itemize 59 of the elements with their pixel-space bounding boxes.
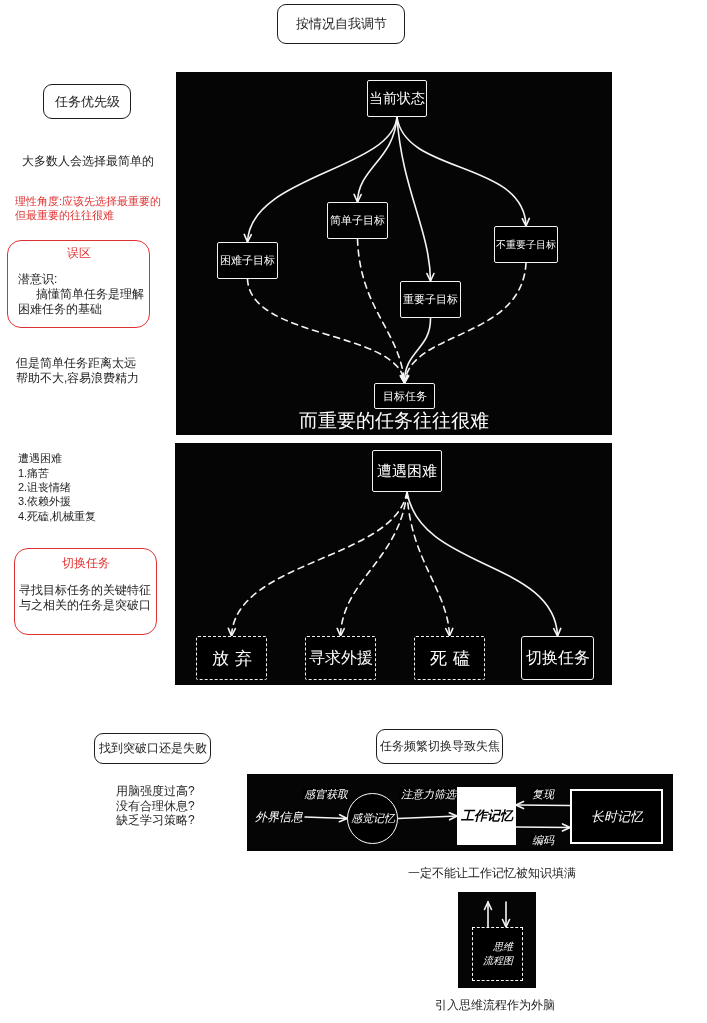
- arrow: [400, 317, 432, 384]
- note-text: 潜意识:: [18, 272, 59, 287]
- note-text: 一定不能让工作记忆被知识填满: [408, 866, 576, 880]
- arrow: [402, 262, 527, 384]
- edge-label: 感官获取: [303, 788, 349, 800]
- topic-box: 任务频繁切换导致失焦: [376, 729, 503, 764]
- edge-label: 注意力筛选: [399, 788, 457, 800]
- memory-box: 长时记忆: [570, 789, 663, 844]
- list-heading: 遭遇困难: [18, 451, 62, 465]
- source-text: 外界信息: [253, 806, 305, 828]
- edge-label: 编码: [531, 834, 555, 846]
- dark-panel: [247, 774, 673, 851]
- callout-box: [7, 240, 150, 328]
- caption-text: 引入思维流程作为外脑: [435, 998, 555, 1012]
- step-box: 简单子目标: [327, 202, 388, 239]
- note-text: 但是简单任务距离太远帮助不大,容易浪费精力: [16, 356, 141, 386]
- arrow: [483, 901, 493, 928]
- step-box: 遭遇困难: [372, 450, 442, 492]
- arrow: [515, 800, 571, 810]
- memory-circle: 感觉记忆: [347, 793, 398, 844]
- question-text: 没有合理休息?: [116, 799, 195, 813]
- dark-panel: [176, 72, 612, 435]
- arrow: [501, 901, 511, 928]
- subtitle-text: 而重要的任务往往很难: [298, 410, 490, 432]
- dark-panel: [458, 892, 536, 988]
- edge-label: 复现: [531, 788, 555, 800]
- callout-box: [14, 548, 157, 635]
- arrow: [406, 491, 561, 637]
- question-text: 缺乏学习策略?: [116, 813, 195, 827]
- list-item: 3.依赖外援: [18, 494, 72, 508]
- note-text: 搞懂简单任务是理解困难任务的基础: [18, 287, 145, 317]
- note-text: 大多数人会选择最简单的: [22, 154, 154, 168]
- list-item: 2.诅丧情绪: [18, 480, 72, 494]
- dark-panel: [175, 443, 612, 685]
- list-item: 1.痛苦: [18, 466, 50, 480]
- dashed-box: 思维流程图: [472, 927, 523, 981]
- arrow: [397, 812, 458, 821]
- option-box: 切换任务: [521, 636, 594, 680]
- arrow: [304, 813, 348, 823]
- arrow: [396, 116, 529, 227]
- option-box: 放弃: [196, 636, 267, 680]
- topic-box: 按情况自我调节: [277, 4, 405, 44]
- list-item: 4.死磕,机械重复: [18, 509, 97, 523]
- memory-box: 工作记忆: [457, 787, 516, 845]
- topic-box: 任务优先级: [43, 84, 131, 119]
- topic-box: 找到突破口还是失败: [94, 733, 211, 764]
- step-box: 困难子目标: [217, 242, 278, 279]
- option-box: 寻求外援: [305, 636, 376, 680]
- note-text: 寻找目标任务的关键特征与之相关的任务是突破口: [18, 583, 152, 613]
- callout-heading: 切换任务: [60, 556, 111, 570]
- question-text: 用脑强度过高?: [116, 784, 195, 798]
- step-box: 当前状态: [367, 80, 427, 117]
- callout-heading: 误区: [65, 246, 92, 260]
- arrow: [515, 823, 571, 832]
- option-box: 死磕: [414, 636, 485, 680]
- note-text: 理性角度:应该先选择最重要的但最重要的往往很难: [15, 194, 163, 222]
- step-box: 不重要子目标: [494, 226, 558, 263]
- step-box: 重要子目标: [400, 281, 461, 318]
- step-box: 目标任务: [374, 383, 435, 409]
